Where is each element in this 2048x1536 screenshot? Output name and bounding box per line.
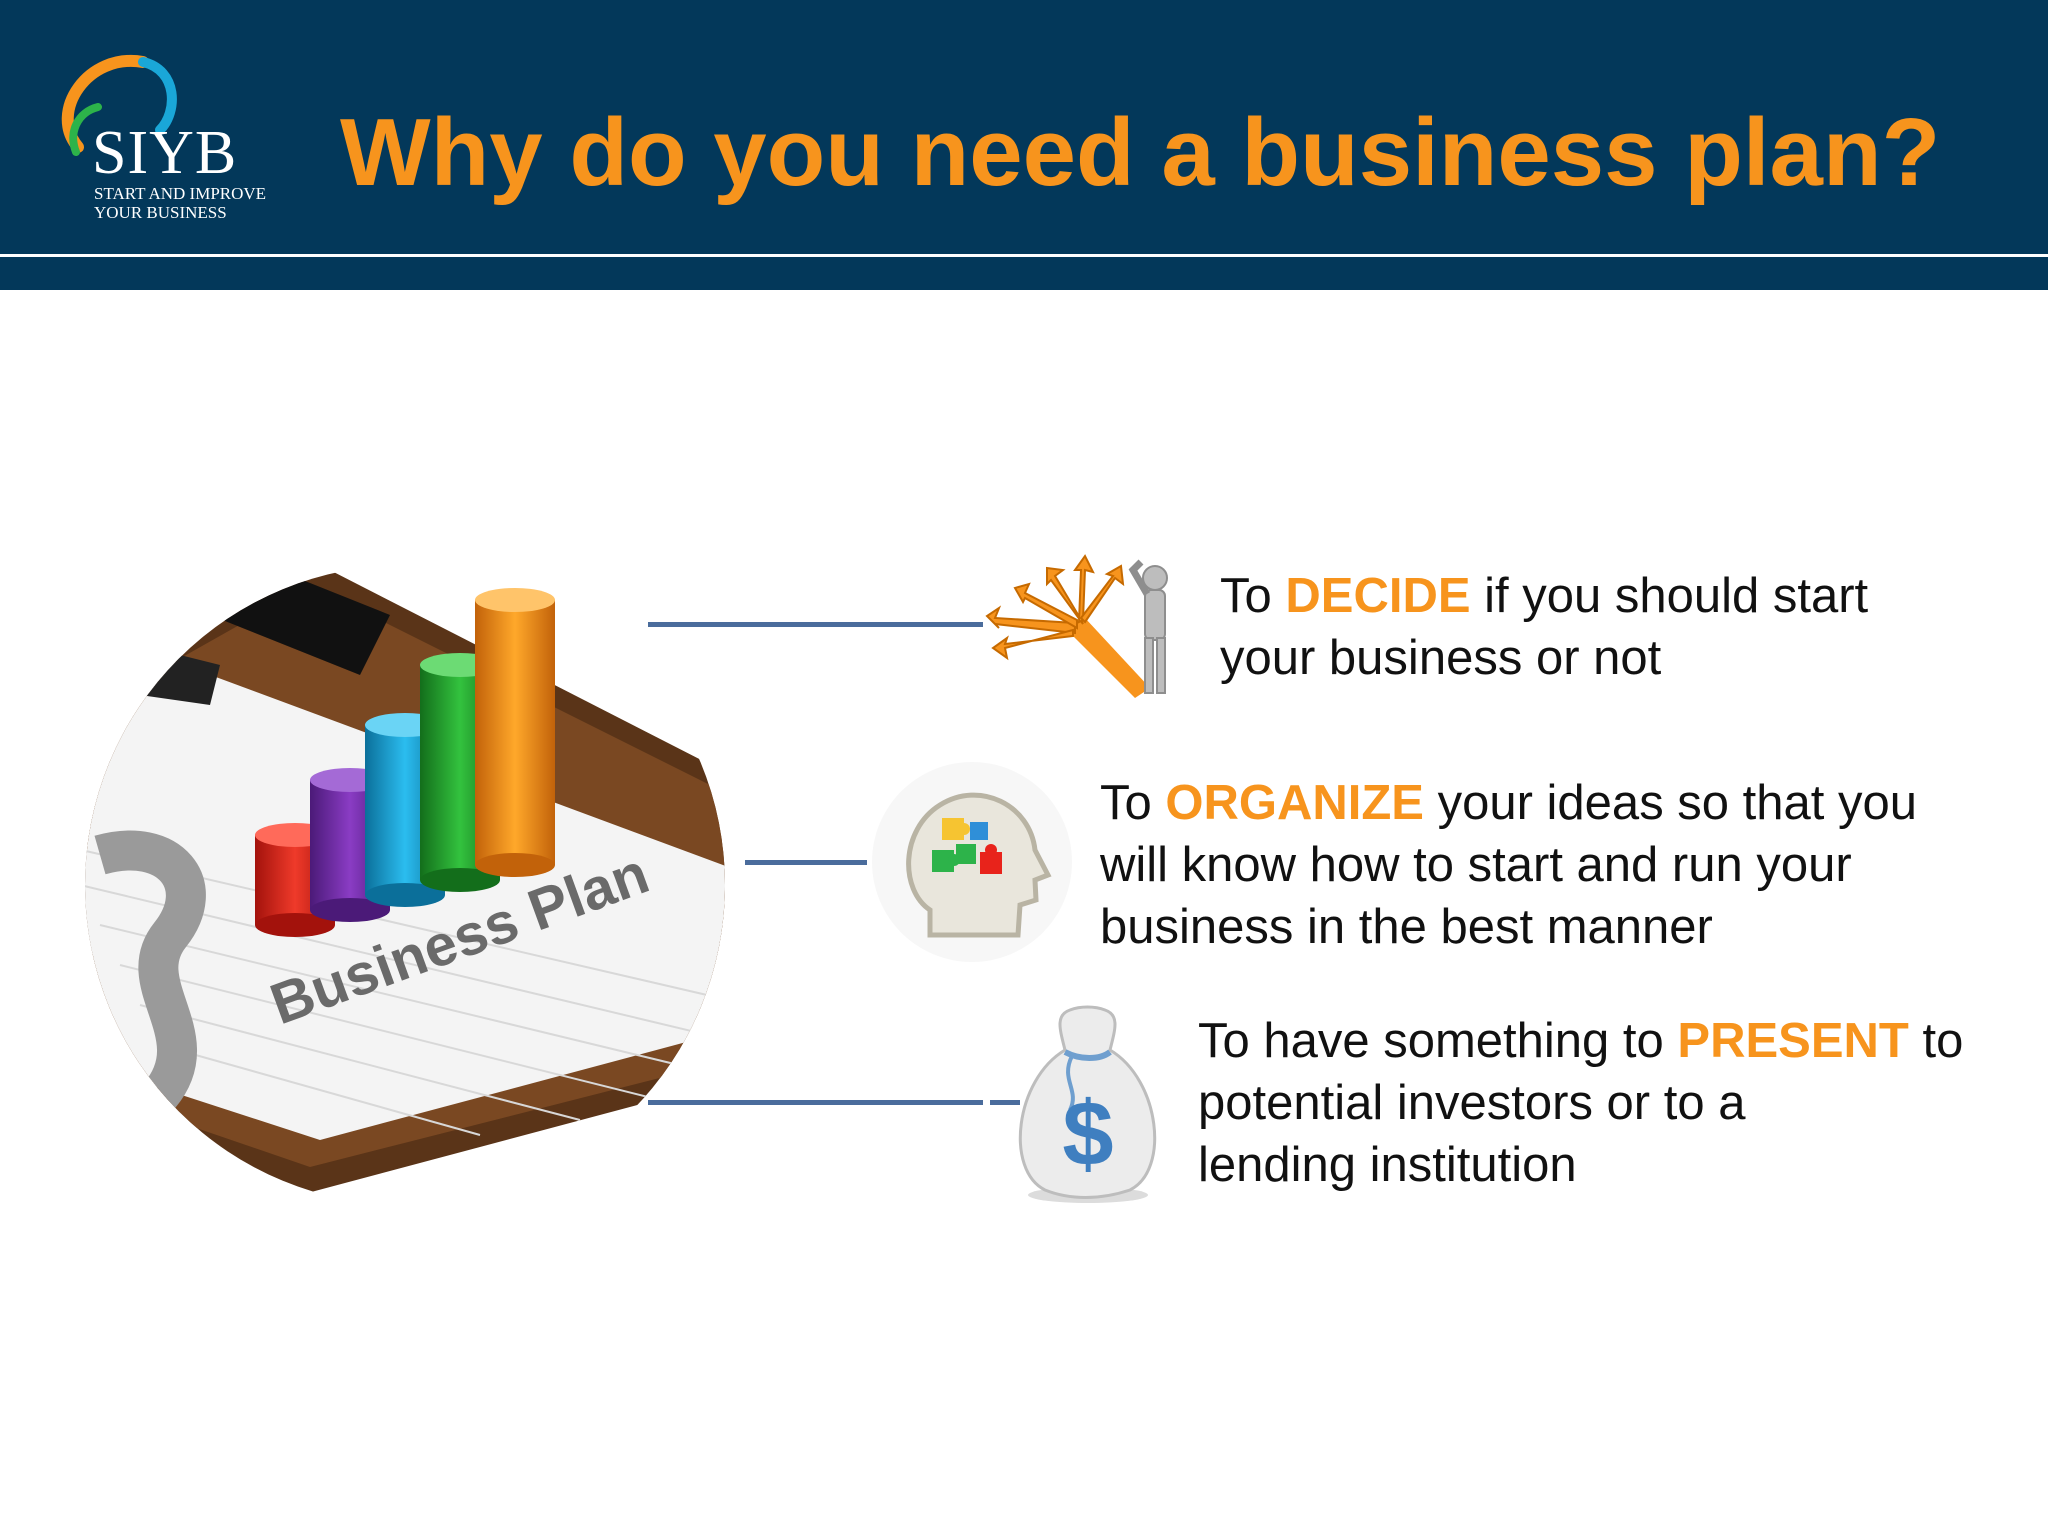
reason-decide: To DECIDE if you should start your busin… bbox=[1220, 565, 1868, 689]
header-divider bbox=[0, 254, 2048, 257]
money-bag-icon: $ bbox=[1018, 1005, 1157, 1203]
reason-organize-post: your ideas so that you bbox=[1424, 776, 1918, 830]
reason-present-line-2: potential investors or to a bbox=[1198, 1076, 1746, 1130]
header-bar bbox=[0, 0, 2048, 290]
logo-wordmark: SIYB bbox=[92, 119, 238, 187]
logo-swoosh-icon bbox=[61, 54, 177, 156]
reason-decide-keyword: DECIDE bbox=[1285, 569, 1471, 623]
reason-organize-keyword: ORGANIZE bbox=[1165, 776, 1424, 830]
reason-present-keyword: PRESENT bbox=[1677, 1014, 1909, 1068]
connector-line-1 bbox=[648, 622, 983, 627]
reason-organize-line-3: business in the best manner bbox=[1100, 900, 1713, 954]
reason-organize-line-2: will know how to start and run your bbox=[1100, 838, 1852, 892]
reason-present: To have something to PRESENT to potentia… bbox=[1198, 1010, 1963, 1196]
reason-organize-pre: To bbox=[1100, 776, 1166, 830]
connector-line-2 bbox=[745, 860, 867, 865]
page-title: Why do you need a business plan? bbox=[340, 99, 1941, 206]
reason-present-pre: To have something to bbox=[1198, 1014, 1678, 1068]
reason-present-line-1: To have something to PRESENT to bbox=[1198, 1010, 1963, 1072]
reason-decide-pre: To bbox=[1220, 569, 1286, 623]
crossroads-arrows-icon bbox=[985, 554, 1168, 698]
head-puzzle-icon bbox=[872, 762, 1072, 962]
reason-organize: To ORGANIZE your ideas so that you will … bbox=[1100, 772, 1917, 958]
reason-organize-line-1: To ORGANIZE your ideas so that you bbox=[1100, 772, 1917, 834]
connector-line-3b bbox=[990, 1100, 1020, 1105]
business-plan-clipboard-image: Business Plan bbox=[85, 565, 725, 1195]
logo-tagline-line-1: START AND IMPROVE bbox=[94, 184, 267, 203]
logo-tagline: START AND IMPROVE YOUR BUSINESS bbox=[94, 184, 294, 222]
reason-present-line-3: lending institution bbox=[1198, 1138, 1577, 1192]
reason-decide-line-1: To DECIDE if you should start bbox=[1220, 565, 1868, 627]
logo-tagline-line-2: YOUR BUSINESS bbox=[94, 203, 227, 222]
siyb-logo: SIYB START AND IMPROVE YOUR BUSINESS bbox=[48, 52, 288, 232]
reason-present-post: to bbox=[1908, 1014, 1964, 1068]
svg-text:$: $ bbox=[1062, 1083, 1113, 1185]
reason-decide-line-2: your business or not bbox=[1220, 631, 1662, 685]
reason-decide-post: if you should start bbox=[1470, 569, 1869, 623]
connector-line-3 bbox=[648, 1100, 983, 1105]
